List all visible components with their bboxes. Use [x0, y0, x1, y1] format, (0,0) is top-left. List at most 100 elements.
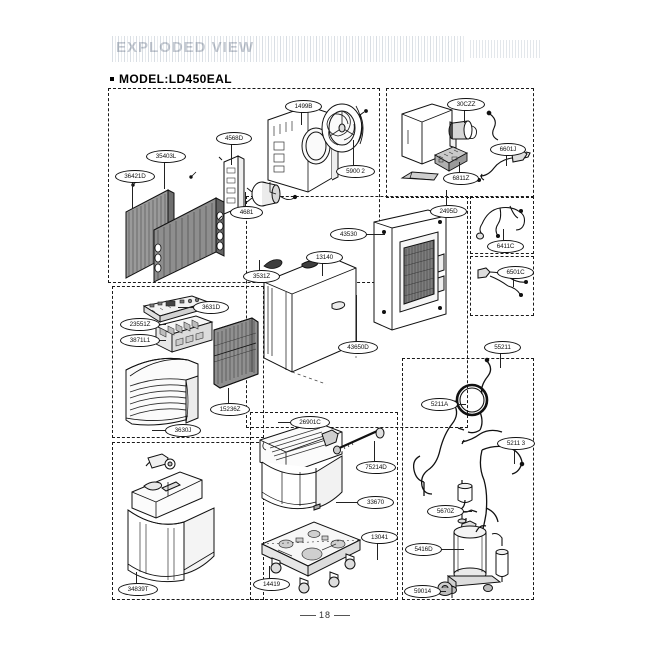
part-callout-1499B[interactable]: 1499B [285, 100, 322, 113]
leader-4681 [245, 192, 246, 206]
bullet-marker [110, 76, 114, 81]
leader-2495D [446, 190, 447, 205]
leader-75214D [374, 441, 375, 461]
part-callout-55211[interactable]: 55211 [484, 341, 521, 354]
leader-5900-2 [353, 140, 354, 165]
wire-harness-upper [475, 200, 530, 244]
leader-5670Z [460, 511, 472, 512]
leader-36421D [132, 181, 133, 209]
control-pcb [431, 145, 471, 177]
part-callout-5670Z[interactable]: 5670Z [427, 505, 464, 518]
leader-55211 [500, 352, 501, 368]
part-callout-5211-3[interactable]: 5211 3 [497, 437, 535, 450]
cabinet-side-vent [262, 256, 286, 272]
leader-6601J [506, 154, 507, 166]
leader-3631D [178, 307, 193, 308]
air-filter [208, 316, 264, 396]
leader-14419 [269, 566, 270, 578]
base-pan-with-casters [256, 520, 372, 598]
page-footer: 18 [0, 610, 650, 620]
part-callout-5416D[interactable]: 5416D [405, 543, 442, 556]
part-callout-3871L1[interactable]: 3871L1 [120, 334, 160, 347]
part-callout-6601J[interactable]: 6601J [490, 143, 526, 156]
leader-23551Z [156, 324, 166, 325]
water-bucket-assembly [122, 452, 238, 590]
mounting-bracket-bar [400, 168, 442, 184]
model-line: MODEL:LD450EAL [110, 72, 232, 86]
wire-harness-lower [474, 262, 530, 302]
group-compressor [402, 358, 534, 600]
leader-5416D [438, 549, 464, 550]
leader-13041 [377, 542, 378, 560]
part-callout-26901C[interactable]: 26901C [290, 416, 330, 429]
leader-35403L [164, 161, 165, 189]
part-callout-59014[interactable]: 59014 [404, 585, 441, 598]
part-callout-5900-2[interactable]: 5900 2 [336, 165, 375, 178]
blower-fan-wheel [316, 100, 372, 162]
part-callout-13140[interactable]: 13140 [306, 251, 343, 264]
leader-59014 [437, 591, 446, 592]
part-callout-14419[interactable]: 14419 [253, 578, 290, 591]
capillary-tube-coil [450, 357, 510, 440]
leader-6411C [503, 229, 504, 240]
leader-4568D [231, 143, 232, 165]
group-control-panel [112, 286, 264, 438]
leader-43650D [356, 295, 357, 341]
leader-5211A [454, 404, 466, 405]
banner-ghost-text: EXPLODED VIEW [116, 39, 255, 56]
leader-3531Z [259, 260, 260, 270]
leader-1499B [301, 111, 302, 125]
part-callout-3631D[interactable]: 3631D [193, 301, 229, 314]
part-callout-3630J[interactable]: 3630J [165, 424, 201, 437]
leader-13140 [322, 262, 323, 276]
condenser-coil-rear [124, 178, 236, 283]
leader-43530 [363, 234, 385, 235]
part-callout-75214D[interactable]: 75214D [356, 461, 396, 474]
fan-motor [246, 172, 298, 218]
part-callout-33670[interactable]: 33670 [357, 496, 394, 509]
part-callout-23551Z[interactable]: 23551Z [120, 318, 160, 331]
scanned-header-banner-right [470, 40, 540, 58]
part-callout-4681[interactable]: 4681 [230, 206, 263, 219]
run-capacitor [444, 118, 478, 144]
part-callout-30CZZ[interactable]: 30CZZ [447, 98, 485, 111]
leader-30CZZ [464, 109, 465, 123]
control-panel-bracket [152, 314, 218, 360]
group-harness-upper [470, 196, 534, 254]
footer-dash-right [334, 615, 350, 617]
leader-33670 [336, 502, 357, 503]
part-callout-2495D[interactable]: 2495D [430, 205, 467, 218]
leader-6811Z [459, 162, 460, 172]
scanned-header-banner: EXPLODED VIEW [112, 36, 464, 62]
group-cabinet [246, 196, 468, 428]
part-callout-43530[interactable]: 43530 [330, 228, 367, 241]
leader-6501C [513, 277, 514, 287]
part-callout-6811Z[interactable]: 6811Z [443, 172, 479, 185]
part-callout-36421D[interactable]: 36421D [115, 170, 155, 183]
drain-hose [332, 427, 390, 456]
part-callout-15236Z[interactable]: 15236Z [210, 403, 250, 416]
group-harness-lower [470, 256, 534, 316]
part-callout-4568D[interactable]: 4568D [216, 132, 252, 145]
part-callout-6411C[interactable]: 6411C [487, 240, 524, 253]
part-callout-13041[interactable]: 13041 [361, 531, 398, 544]
part-callout-6501C[interactable]: 6501C [497, 266, 534, 279]
group-bucket [112, 442, 264, 600]
footer-dash-left [299, 615, 316, 617]
part-callout-43650D[interactable]: 43650D [338, 341, 378, 354]
part-callout-5211A[interactable]: 5211A [421, 398, 458, 411]
compressor [440, 518, 522, 604]
drain-pan-assembly [256, 420, 360, 524]
part-callout-35403L[interactable]: 35403L [146, 150, 186, 163]
fan-motor-bracket [218, 152, 258, 222]
refrigerant-tube-short [460, 428, 506, 448]
model-label: MODEL:LD450EAL [119, 72, 232, 86]
leader-3871L1 [156, 340, 166, 341]
part-callout-34839T[interactable]: 34839T [118, 583, 158, 596]
leader-26901C [278, 422, 290, 423]
cabinet-front-grille-panel [370, 208, 452, 340]
leader-5211-3 [514, 448, 515, 464]
part-callout-3531Z[interactable]: 3531Z [243, 270, 280, 283]
leader-34839T [136, 572, 137, 583]
